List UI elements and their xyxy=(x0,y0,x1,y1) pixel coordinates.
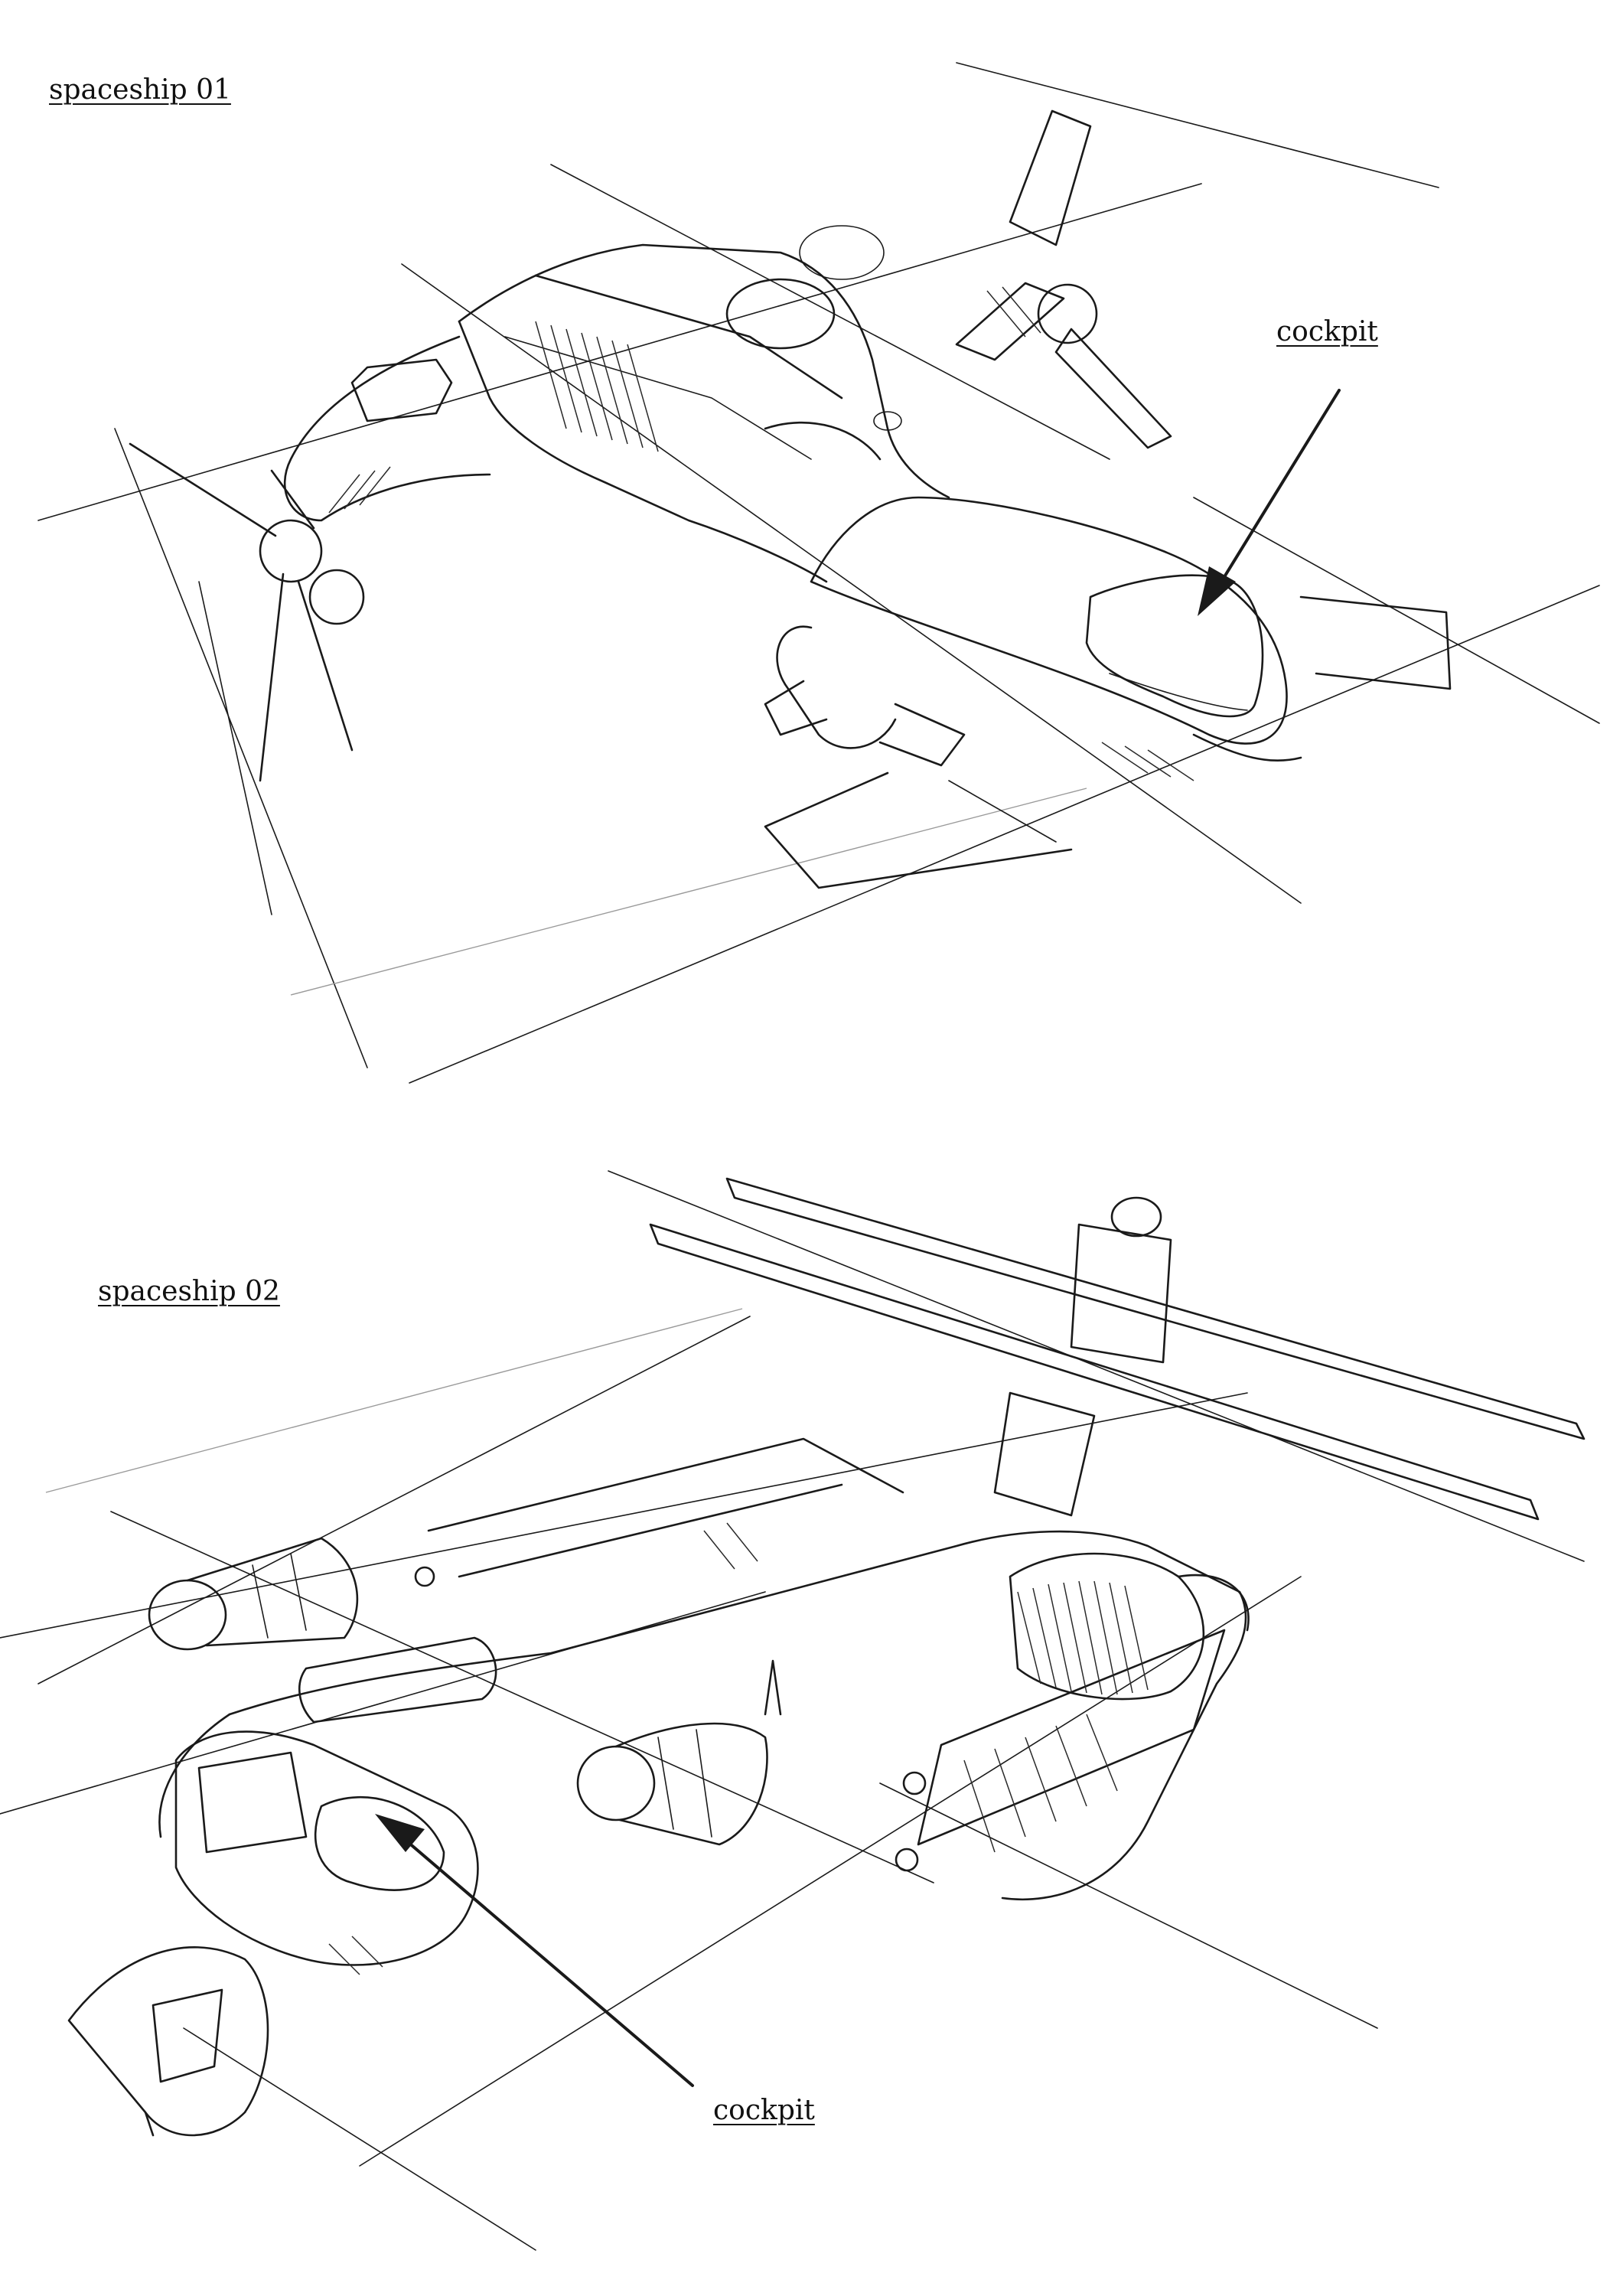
arrow-head-icon xyxy=(1198,566,1236,616)
spaceship-01-label: spaceship 01 xyxy=(49,74,231,106)
spaceship-01-shading xyxy=(328,286,1194,781)
spaceship-02-label: spaceship 02 xyxy=(98,1276,280,1307)
spaceship-02-drawing xyxy=(0,1170,1586,2251)
arrow-head-icon xyxy=(375,1814,425,1852)
spaceship-01-drawing xyxy=(37,62,1600,1084)
spaceship-02-shading xyxy=(328,1522,1149,1975)
spaceship-01-cockpit-label: cockpit xyxy=(1276,316,1378,347)
spaceship-02-cockpit-label: cockpit xyxy=(713,2095,815,2126)
